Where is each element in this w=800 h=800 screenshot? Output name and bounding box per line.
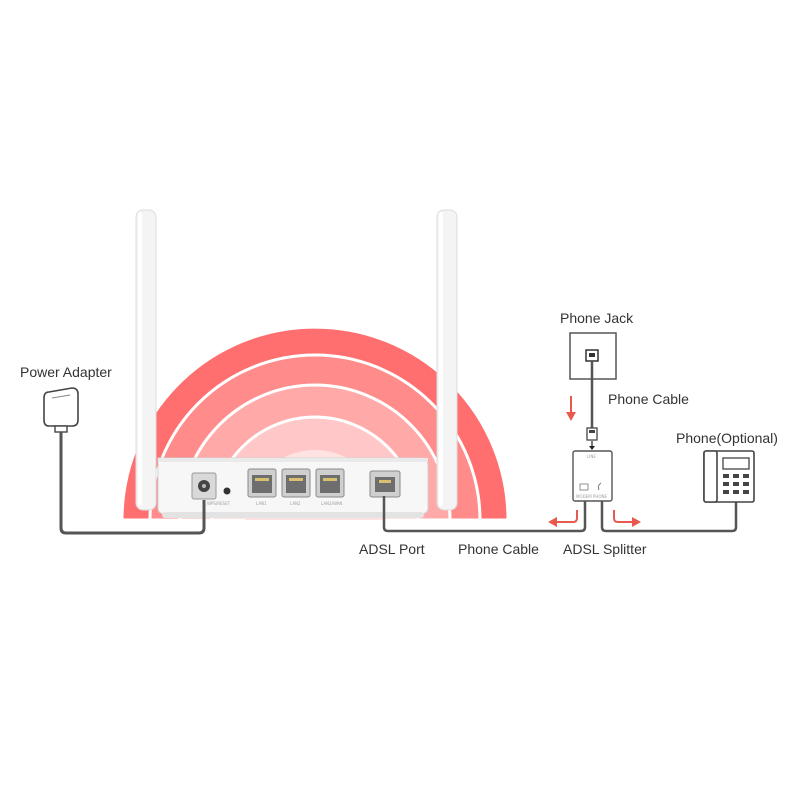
splitter-to-adsl-cable: [382, 496, 587, 533]
adsl-splitter-label: ADSL Splitter: [563, 541, 647, 557]
lan-port-3: [315, 468, 345, 498]
telephone-icon: [703, 450, 755, 503]
router-adsl-port: [369, 470, 401, 498]
red-arrow-left: [548, 510, 578, 527]
red-arrow-down: [566, 396, 576, 421]
lan-port-2: [281, 468, 311, 498]
phone-jack-label: Phone Jack: [560, 310, 634, 326]
router-antenna-left: [135, 209, 157, 511]
svg-text:LINE: LINE: [587, 454, 596, 459]
power-cable: [59, 432, 206, 535]
adsl-port-label: ADSL Port: [359, 541, 425, 557]
phone-plug: [586, 427, 598, 441]
router-power-port: [191, 472, 217, 500]
router-icon: WPS/RESET LAN1 LAN2 LAN3/WAN: [157, 457, 429, 518]
splitter-to-phone-cable: [600, 501, 738, 533]
power-adapter-icon: [43, 387, 79, 433]
svg-text:LAN2: LAN2: [290, 501, 301, 506]
plug-in-arrow: [589, 441, 595, 450]
power-adapter-label: Power Adapter: [20, 364, 112, 380]
reset-button: [223, 487, 231, 495]
phone-cable-label-top: Phone Cable: [608, 391, 689, 407]
router-antenna-right: [436, 209, 458, 511]
phone-cable-label-bottom: Phone Cable: [458, 541, 539, 557]
adsl-splitter-icon: LINE MODEM PHONE: [572, 450, 613, 502]
red-arrow-right: [613, 510, 641, 527]
svg-text:LAN1: LAN1: [256, 501, 267, 506]
lan-port-1: [247, 468, 277, 498]
svg-text:MODEM PHONE: MODEM PHONE: [576, 494, 607, 499]
svg-text:LAN3/WAN: LAN3/WAN: [321, 501, 342, 506]
phone-optional-label: Phone(Optional): [676, 430, 778, 446]
svg-text:WPS/RESET: WPS/RESET: [207, 501, 231, 506]
